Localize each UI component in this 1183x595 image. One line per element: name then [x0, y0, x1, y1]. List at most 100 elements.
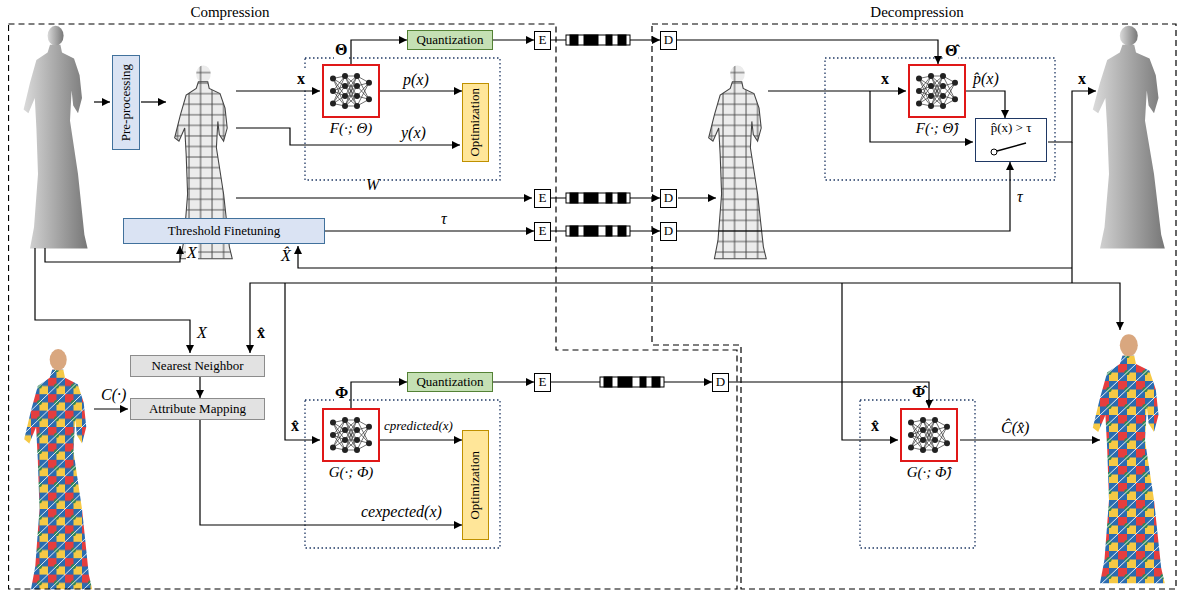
- network-icon: [902, 410, 956, 460]
- bitstream: [566, 193, 630, 203]
- quantization-box: Quantization: [407, 30, 493, 50]
- box-label: Optimization: [468, 451, 483, 520]
- math-label: C(·): [100, 386, 127, 404]
- edge-label: cpredicted(x): [383, 419, 454, 433]
- box-label: Threshold Finetuning: [168, 224, 280, 239]
- connector: [351, 40, 407, 64]
- colored-figure: [1093, 334, 1165, 583]
- quantization-box: Quantization: [407, 372, 493, 392]
- edge-label: p(x): [402, 71, 430, 89]
- box-label: Optimization: [468, 88, 483, 157]
- region-title: Compression: [190, 4, 269, 21]
- box-label: Attribute Mapping: [149, 402, 246, 417]
- network-box: [908, 64, 966, 118]
- math-label: x̂: [870, 417, 880, 435]
- box-label: D: [664, 191, 673, 206]
- edge-label: Φ: [334, 384, 349, 402]
- encoder-box: E: [534, 31, 551, 50]
- network-block: F(·; Θ̂): [908, 64, 966, 138]
- math-label: y(x): [400, 124, 427, 142]
- network-label: F(·; Θ): [330, 120, 372, 137]
- box-label: D: [664, 33, 673, 48]
- encoder-box: E: [534, 189, 551, 208]
- edge-label: Θ̂: [944, 42, 958, 60]
- box-label: Quantization: [416, 33, 483, 48]
- decoder-box: D: [712, 373, 729, 392]
- edge-label: cexpected(x): [360, 503, 443, 521]
- process-box: Threshold Finetuning: [123, 218, 325, 244]
- connector: [729, 382, 929, 408]
- box-label: Nearest Neighbor: [151, 359, 243, 374]
- connector: [380, 90, 462, 91]
- math-label: x̂: [256, 324, 266, 342]
- box-label: D: [664, 224, 673, 239]
- edge-label: τ: [1016, 188, 1024, 206]
- bitstream: [566, 226, 630, 236]
- math-label: Ĉ(x̂): [1000, 419, 1030, 437]
- decoder-box: D: [660, 189, 677, 208]
- network-box: [322, 408, 380, 462]
- connector: [493, 381, 534, 382]
- network-label: G(·; Φ̂): [907, 464, 952, 481]
- edge-label: Φ̂: [911, 383, 926, 401]
- math-label: X: [186, 244, 198, 262]
- process-box: Pre-processing: [112, 55, 140, 150]
- network-block: G(·; Φ̂): [900, 408, 958, 482]
- network-icon: [324, 66, 378, 116]
- edge-label: p̂(x): [972, 70, 1000, 88]
- optimization-box: Optimization: [462, 430, 489, 540]
- colored-figure: [24, 349, 92, 589]
- network-label: F(·; Θ̂): [916, 120, 958, 137]
- switch-symbol: [976, 139, 1048, 159]
- box-label: p̂(x) > τ: [991, 121, 1032, 136]
- connector: [199, 377, 200, 398]
- statue-figure: [1093, 26, 1165, 249]
- math-label: W: [365, 176, 380, 194]
- network-icon: [324, 410, 378, 460]
- connector: [380, 439, 462, 440]
- math-label: x̂: [290, 417, 300, 435]
- network-box: [322, 64, 380, 118]
- math-label: x: [296, 70, 306, 88]
- connector: [677, 162, 1010, 231]
- module-frame: [305, 58, 1055, 548]
- connector: [351, 382, 407, 408]
- connector: [200, 420, 462, 525]
- flow-lines: [35, 91, 1120, 440]
- switch-box: p̂(x) > τ: [975, 118, 1047, 162]
- connector: [677, 40, 938, 64]
- box-label: E: [539, 33, 547, 48]
- bitstream: [600, 377, 664, 387]
- network-block: G(·; Φ): [322, 408, 380, 482]
- network-box: [900, 408, 958, 462]
- encoder-box: E: [534, 222, 551, 241]
- network-label: G(·; Φ): [329, 464, 374, 481]
- box-label: E: [539, 375, 547, 390]
- edge-label: τ: [440, 210, 448, 228]
- dashed-border: [9, 24, 738, 589]
- box-label: D: [716, 375, 725, 390]
- box-label: Pre-processing: [119, 64, 134, 141]
- statue-figure: [24, 26, 88, 249]
- region-title: Decompression: [870, 4, 963, 21]
- math-label: x: [1077, 70, 1087, 88]
- network-block: F(·; Θ): [322, 64, 380, 138]
- math-label: X: [196, 324, 208, 342]
- edge-label: Θ: [334, 41, 348, 59]
- connector: [493, 39, 534, 40]
- dashed-border: [652, 24, 1176, 589]
- box-label: E: [539, 224, 547, 239]
- decoder-box: D: [660, 222, 677, 241]
- math-label: x: [880, 70, 890, 88]
- connector: [966, 91, 1005, 118]
- math-label: X̂: [280, 247, 292, 265]
- optimization-box: Optimization: [462, 83, 489, 162]
- decoder-box: D: [660, 31, 677, 50]
- box-label: E: [539, 191, 547, 206]
- encoder-box: E: [534, 373, 551, 392]
- box-label: Quantization: [416, 375, 483, 390]
